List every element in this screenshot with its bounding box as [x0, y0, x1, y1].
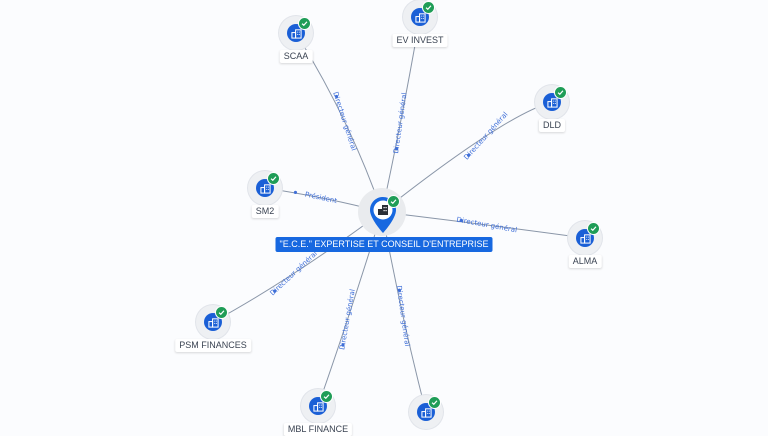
company-node-alma[interactable]	[568, 221, 602, 255]
company-node-unlabeled[interactable]	[409, 395, 443, 429]
edge-label: Directeur général	[456, 216, 518, 235]
company-node-evinvest[interactable]	[403, 0, 437, 34]
verified-check-icon	[387, 195, 400, 208]
relationship-edge-psm	[212, 211, 383, 323]
verified-check-icon	[428, 396, 441, 409]
edge-label: Directeur général	[269, 250, 319, 298]
company-node-label[interactable]: SM2	[251, 205, 279, 218]
verified-check-icon	[587, 222, 600, 235]
edge-label: Directeur général	[395, 285, 411, 347]
edge-arrow-marker	[341, 343, 345, 347]
verified-check-icon	[267, 172, 280, 185]
map-pin-icon[interactable]	[369, 196, 397, 234]
company-node-sm2[interactable]	[248, 171, 282, 205]
company-node-label[interactable]: ALMA	[568, 255, 602, 268]
company-node-dld[interactable]	[535, 85, 569, 119]
verified-check-icon	[554, 86, 567, 99]
company-node-label[interactable]: MBL FINANCE	[283, 423, 353, 436]
company-node-scaa[interactable]	[279, 16, 313, 50]
edge-arrow-marker	[293, 190, 298, 195]
edge-arrow-marker	[459, 218, 463, 223]
edge-arrow-marker	[397, 288, 401, 292]
company-node-label[interactable]: EV INVEST	[392, 34, 448, 47]
company-node-label[interactable]: DLD	[538, 119, 566, 132]
company-node-psm[interactable]	[196, 305, 230, 339]
company-node-mbl[interactable]	[301, 389, 335, 423]
verified-check-icon	[298, 17, 311, 30]
edge-arrow-marker	[273, 289, 277, 293]
edge-arrow-marker	[467, 153, 471, 157]
verified-check-icon	[320, 390, 333, 403]
verified-check-icon	[215, 306, 228, 319]
edge-arrow-marker	[334, 94, 339, 99]
company-node-label[interactable]: PSM FINANCES	[175, 339, 251, 352]
center-node-label[interactable]: "E.C.E." EXPERTISE ET CONSEIL D'ENTREPRI…	[275, 237, 493, 252]
edge-label: Directeur général	[392, 92, 408, 154]
edge-label: Directeur général	[338, 289, 357, 351]
company-node-label[interactable]: SCAA	[279, 50, 313, 63]
edge-label: Directeur général	[462, 110, 509, 161]
relationship-edge-alma	[381, 211, 586, 239]
edge-label: Président	[304, 191, 338, 206]
edge-arrow-marker	[395, 147, 399, 151]
edge-label: Directeur général	[331, 91, 358, 152]
verified-check-icon	[422, 1, 435, 14]
